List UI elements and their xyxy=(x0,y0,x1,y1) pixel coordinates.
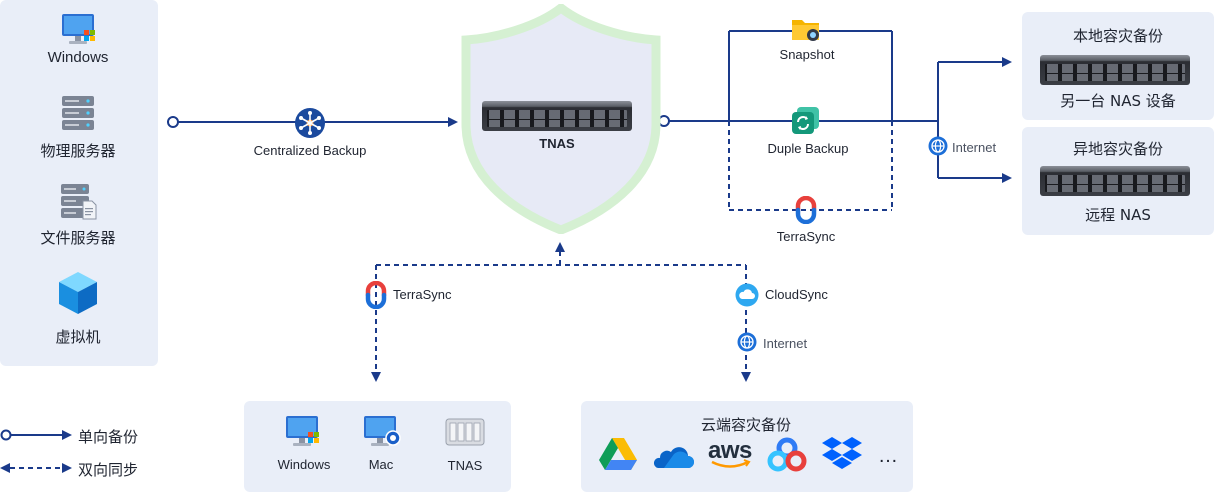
windows-pc-icon xyxy=(286,416,319,446)
local-nas-device xyxy=(1040,55,1190,85)
centralized-backup-label: Centralized Backup xyxy=(253,143,367,158)
source-label-file-server: 文件服务器 xyxy=(40,229,116,247)
source-label-physical-server: 物理服务器 xyxy=(40,142,116,160)
internet-bottom-label: Internet xyxy=(763,336,808,351)
cloudsync-icon xyxy=(735,283,759,307)
mac-icon xyxy=(364,416,401,446)
terrasync-right-label: TerraSync xyxy=(776,229,836,244)
remote-nas-device xyxy=(1040,166,1190,196)
legend-one-way-label: 单向备份 xyxy=(78,428,139,446)
terrasync-bottom-icon xyxy=(365,281,387,309)
aws-icon: aws xyxy=(706,437,754,471)
terrasync-icon xyxy=(795,196,817,224)
centralized-backup-icon xyxy=(295,108,325,138)
baidu-netdisk-icon xyxy=(767,437,807,472)
sync-client-windows-label: Windows xyxy=(277,457,331,472)
more-providers: … xyxy=(878,445,898,467)
center-label: TNAS xyxy=(539,136,575,151)
sync-client-mac-label: Mac xyxy=(368,457,394,472)
internet-right-label: Internet xyxy=(952,140,997,155)
source-label-virtual-machine: 虚拟机 xyxy=(55,328,101,346)
tnas-rack-device xyxy=(482,101,632,131)
remote-dr-caption: 远程 NAS xyxy=(1085,206,1151,224)
virtual-machine-cube-icon xyxy=(59,272,97,314)
terrasync-bottom-label: TerraSync xyxy=(393,287,452,302)
physical-server-icon xyxy=(62,96,94,130)
local-dr-caption: 另一台 NAS 设备 xyxy=(1060,92,1176,110)
file-server-icon xyxy=(61,184,97,220)
dropbox-icon xyxy=(822,437,862,469)
tnas-device-icon xyxy=(445,418,485,446)
globe-bottom-icon xyxy=(737,332,757,352)
snapshot-folder-icon xyxy=(792,20,819,41)
sync-client-tnas-label: TNAS xyxy=(447,458,483,473)
cloudsync-label: CloudSync xyxy=(765,287,828,302)
duple-backup-icon xyxy=(792,107,819,134)
remote-dr-title: 异地容灾备份 xyxy=(1072,140,1164,158)
windows-pc-icon xyxy=(62,14,95,44)
local-dr-title: 本地容灾备份 xyxy=(1072,27,1164,45)
onedrive-icon xyxy=(653,447,694,468)
snapshot-label: Snapshot xyxy=(779,47,835,62)
google-drive-icon xyxy=(599,438,637,470)
source-label-windows: Windows xyxy=(47,49,109,66)
duple-backup-label: Duple Backup xyxy=(767,141,849,156)
cloud-backup-panel xyxy=(581,401,913,492)
legend-two-way-label: 双向同步 xyxy=(78,461,139,479)
globe-icon xyxy=(928,136,948,156)
cloud-backup-title: 云端容灾备份 xyxy=(700,416,792,434)
